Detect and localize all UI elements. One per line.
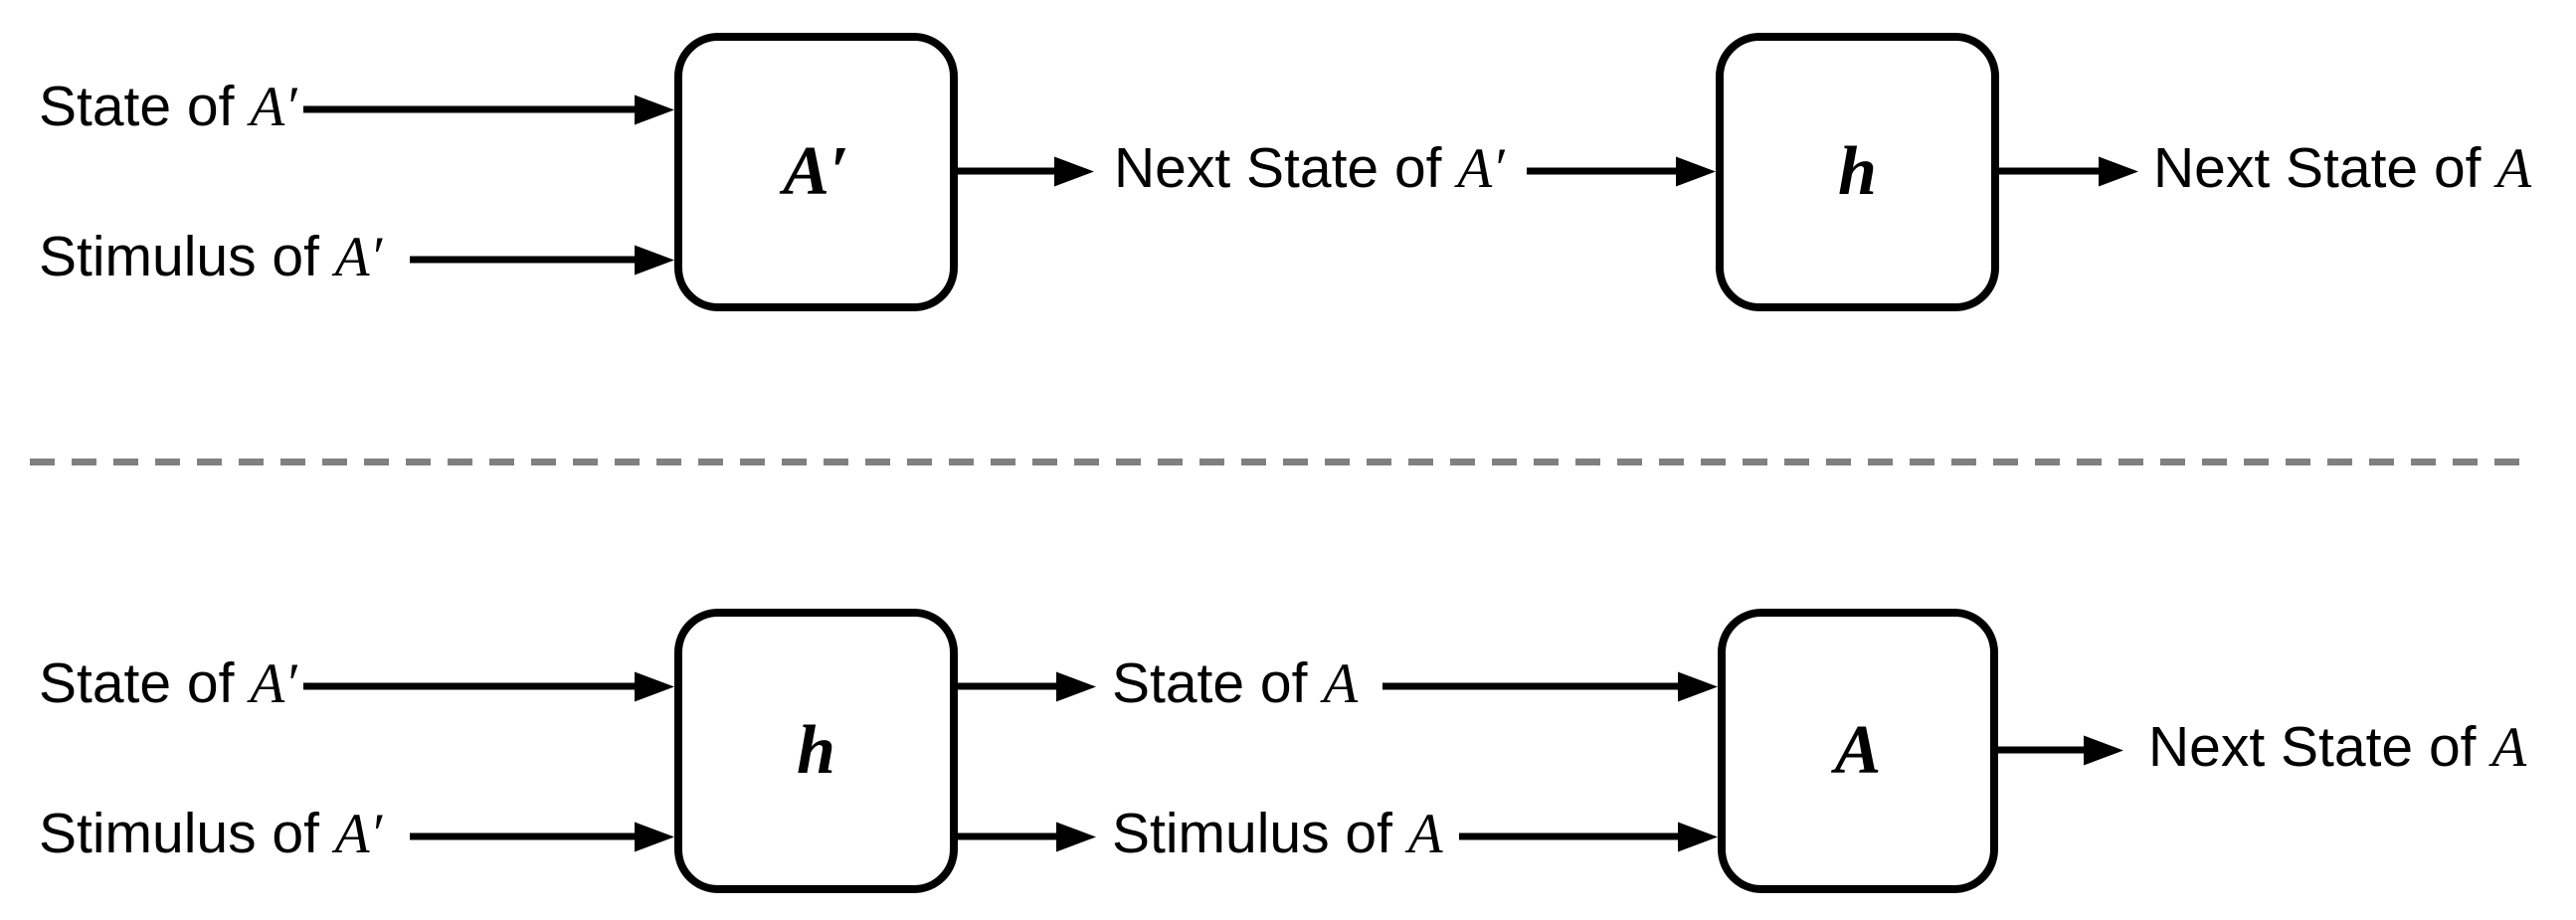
arrow-bottom-state-input — [303, 682, 635, 690]
label-text: Next State of — [2148, 715, 2492, 780]
box-h-bottom: h — [674, 609, 958, 893]
label-text: State of — [1112, 651, 1324, 716]
arrow-a-prime-output — [958, 167, 1054, 175]
label-math-symbol: A′ — [250, 652, 297, 716]
arrow-state-into-a — [1382, 682, 1678, 690]
label-text: Stimulus of — [39, 225, 335, 289]
box-a-label: A — [1834, 712, 1882, 789]
arrow-top-state-input — [303, 105, 635, 113]
box-a-prime-label: A′ — [783, 133, 849, 210]
box-h-top: h — [1716, 33, 1999, 311]
bottom-input-label-stimulus: Stimulus of A′ — [39, 803, 383, 866]
top-label-next-state-a-prime: Next State of A′ — [1114, 137, 1505, 201]
dashed-separator-line — [30, 459, 2536, 465]
arrow-h-output-stimulus — [958, 832, 1056, 840]
label-math-symbol: A — [1407, 803, 1443, 866]
box-h-bottom-label: h — [797, 712, 835, 789]
label-math-symbol: A′ — [334, 226, 383, 289]
bottom-label-next-state-a: Next State of A — [2148, 716, 2527, 780]
arrow-h-output-state — [958, 682, 1056, 690]
label-math-symbol: A — [2491, 716, 2527, 780]
label-math-symbol: A — [1323, 652, 1359, 716]
arrow-into-h-top — [1527, 167, 1676, 175]
arrow-stimulus-into-a — [1459, 832, 1678, 840]
box-h-top-label: h — [1838, 133, 1877, 210]
label-text: Stimulus of — [1112, 802, 1408, 866]
box-a: A — [1718, 609, 1998, 893]
arrow-h-top-output — [1999, 167, 2099, 175]
label-math-symbol: A′ — [1457, 137, 1505, 201]
arrow-a-output — [1998, 746, 2084, 754]
arrow-bottom-stimulus-input — [410, 832, 635, 840]
top-input-label-state: State of A′ — [39, 76, 297, 139]
box-a-prime: A′ — [674, 33, 958, 311]
bottom-label-state-of-a: State of A — [1112, 652, 1359, 716]
top-label-next-state-a: Next State of A — [2153, 137, 2532, 201]
bottom-input-label-state: State of A′ — [39, 652, 297, 716]
label-text: State of — [39, 75, 251, 139]
label-text: State of — [39, 651, 251, 716]
label-math-symbol: A — [2496, 137, 2532, 201]
label-text: Next State of — [2153, 136, 2497, 201]
top-input-label-stimulus: Stimulus of A′ — [39, 226, 383, 289]
label-math-symbol: A′ — [250, 76, 297, 139]
label-text: Next State of — [1114, 136, 1458, 201]
label-text: Stimulus of — [39, 802, 335, 866]
label-math-symbol: A′ — [334, 803, 383, 866]
bottom-label-stimulus-of-a: Stimulus of A — [1112, 803, 1443, 866]
arrow-top-stimulus-input — [410, 256, 635, 264]
